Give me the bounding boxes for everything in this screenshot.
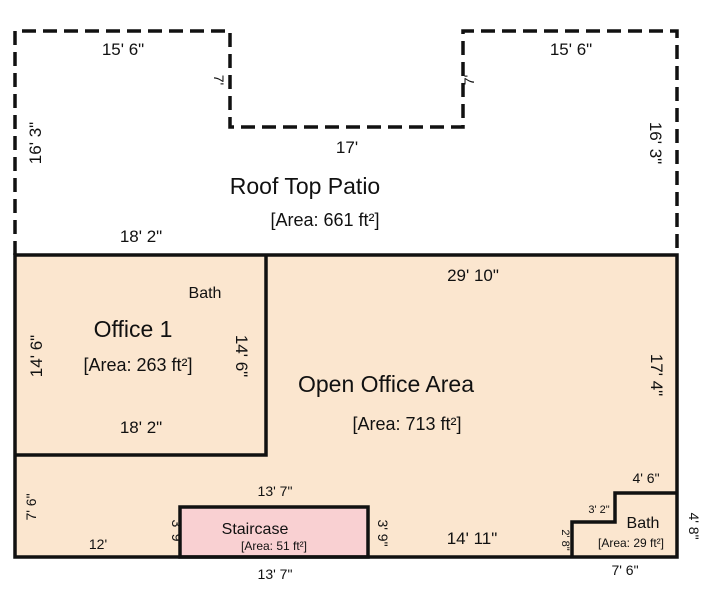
dim-lower-mid: 14' 11" — [447, 529, 498, 548]
dim-patio-top-right: 15' 6" — [550, 40, 592, 59]
office-bath-label: Bath — [189, 285, 222, 302]
staircase-name: Staircase — [222, 521, 289, 538]
dim-stair-bottom: 13' 7" — [258, 566, 293, 582]
dim-lower-left: 7' 6" — [23, 493, 39, 520]
open-office-name: Open Office Area — [298, 371, 474, 397]
dim-patio-notch-left: 7' — [211, 75, 227, 85]
dim-open-top: 29' 10" — [447, 266, 499, 285]
bath-area: [Area: 29 ft²] — [598, 536, 664, 550]
dim-stair-top: 13' 7" — [258, 483, 293, 499]
dim-patio-notch-right: 7' — [461, 75, 477, 85]
bath-name: Bath — [627, 515, 660, 532]
building-floor — [15, 255, 677, 557]
dim-bath-bottom: 7' 6" — [611, 562, 638, 578]
roof-patio-name: Roof Top Patio — [230, 173, 380, 199]
dim-patio-bottom: 18' 2" — [120, 227, 162, 246]
dim-stair-right: 3' 9" — [375, 519, 391, 546]
office1-walls — [15, 255, 268, 457]
dim-patio-notch-bottom: 17' — [336, 138, 358, 157]
office1-area: [Area: 263 ft²] — [83, 355, 192, 375]
bath-room-outline — [570, 491, 677, 557]
dim-bath-left: 2' 8" — [559, 529, 571, 550]
dim-office1-bottom: 18' 2" — [120, 418, 162, 437]
dim-lower-bottom-left: 12' — [89, 536, 107, 552]
dim-patio-left: 16' 3" — [26, 122, 45, 164]
roof-patio-outline — [13, 29, 679, 255]
dim-patio-top-left: 15' 6" — [102, 40, 144, 59]
roof-patio-area: [Area: 661 ft²] — [270, 210, 379, 230]
dim-stair-left: 3' 9" — [169, 519, 185, 546]
dim-office1-left: 14' 6" — [27, 335, 46, 377]
dim-open-right: 17' 4" — [647, 354, 666, 396]
dim-patio-right: 16' 3" — [646, 122, 665, 164]
dim-office1-right: 14' 6" — [232, 335, 251, 377]
dim-bath-step: 3' 2" — [588, 504, 609, 516]
open-office-area: [Area: 713 ft²] — [352, 414, 461, 434]
dim-bath-top: 4' 6" — [632, 470, 659, 486]
exterior-walls — [13, 253, 679, 559]
staircase-area: [Area: 51 ft²] — [241, 539, 307, 553]
dim-bath-right: 4' 8" — [686, 512, 702, 539]
office1-name: Office 1 — [94, 316, 173, 342]
